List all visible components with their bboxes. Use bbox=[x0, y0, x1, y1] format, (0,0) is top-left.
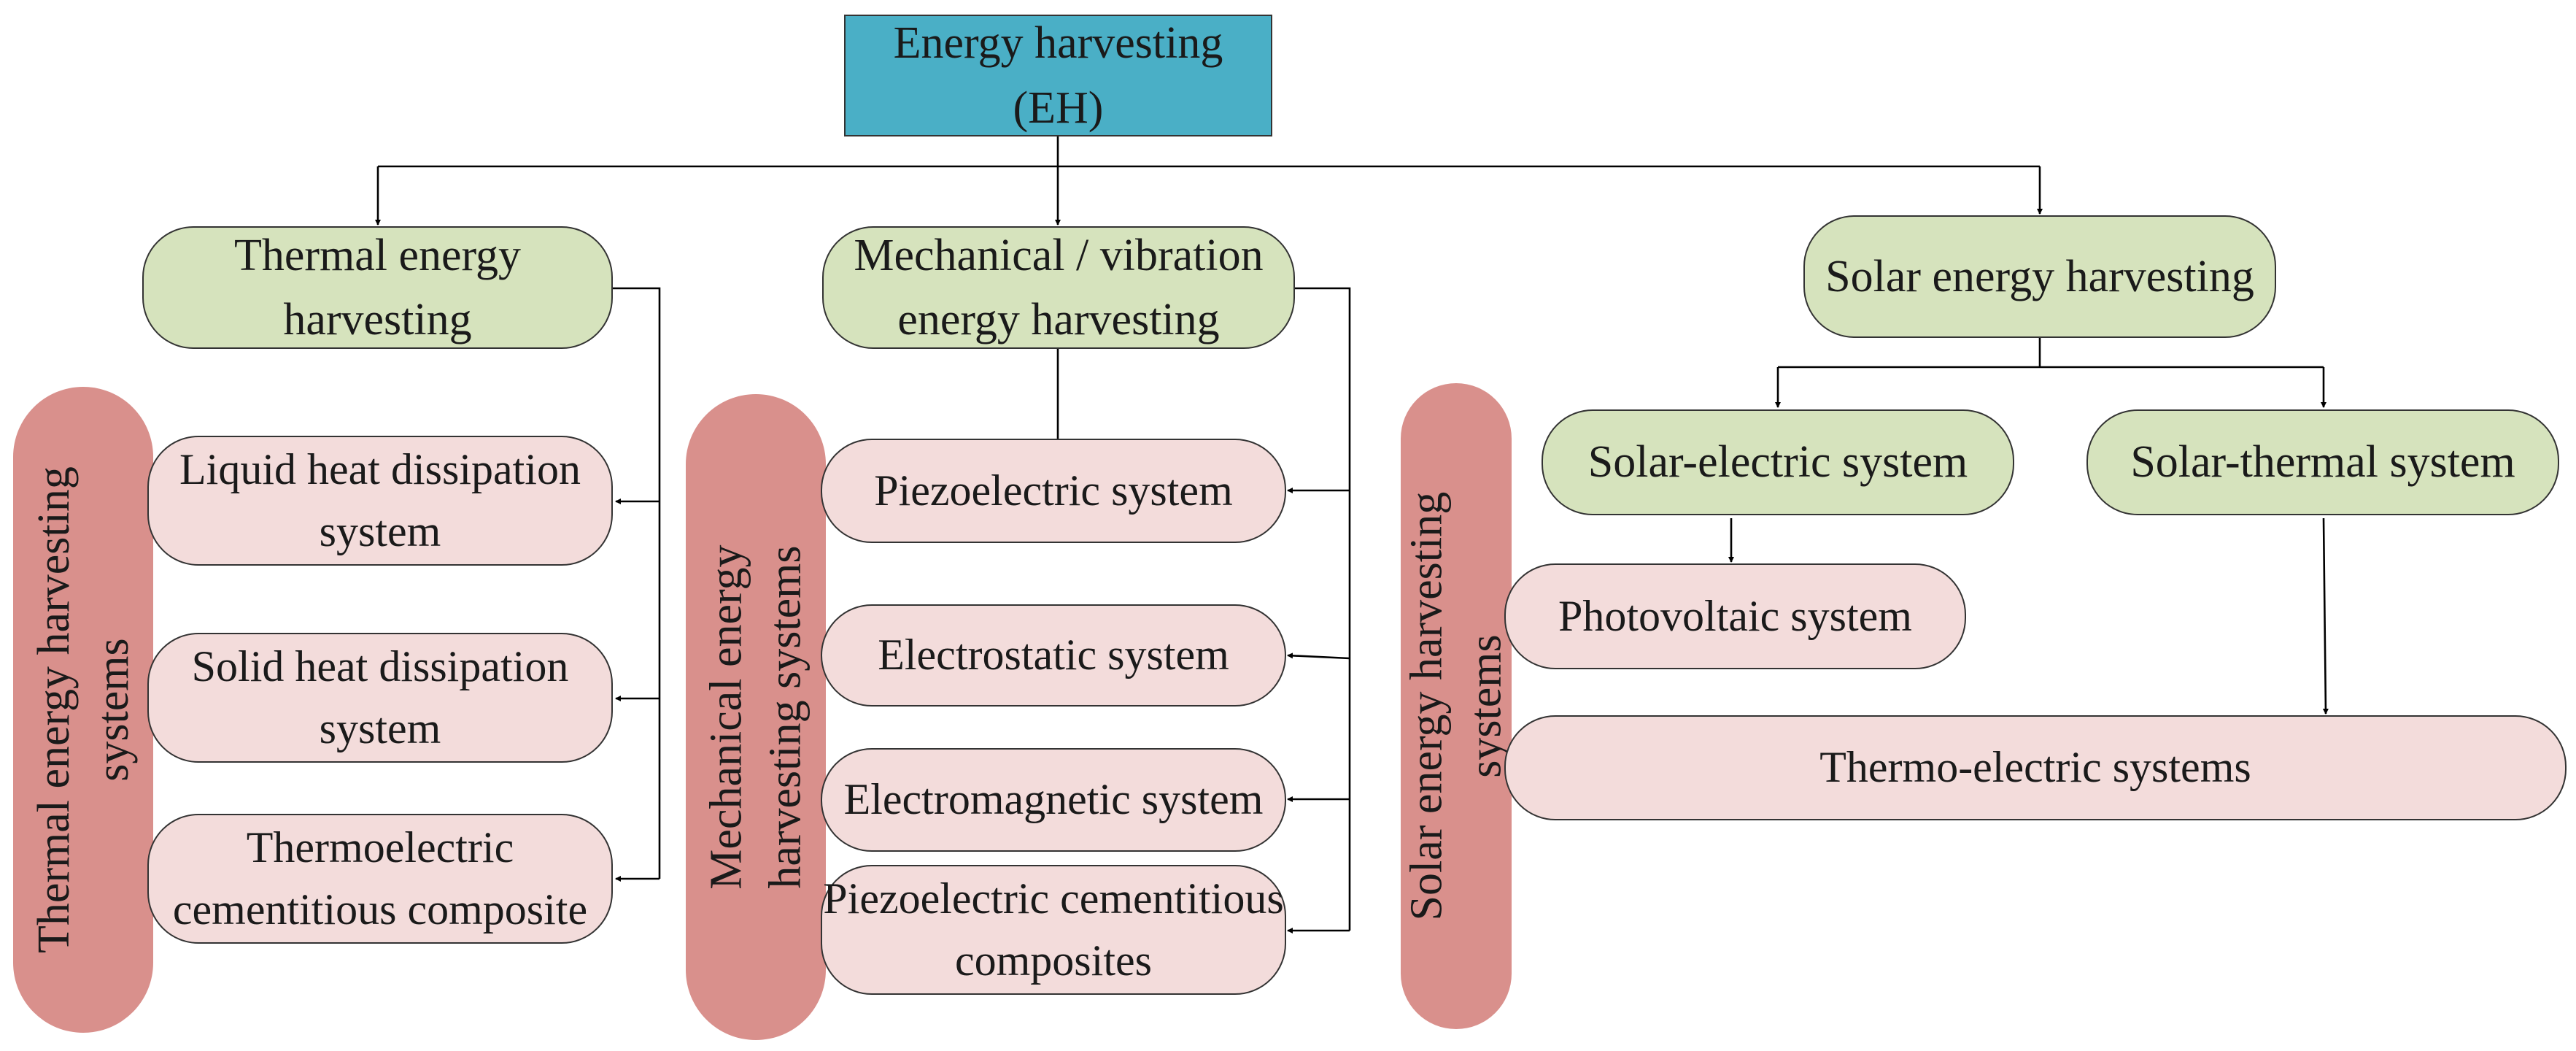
thermal-system-liquid-line1: Liquid heat dissipation bbox=[179, 444, 581, 493]
mechanical-system-electrostatic-label: Electrostatic system bbox=[878, 631, 1229, 680]
mechanical-system-piezo-composites-line1: Piezoelectric bbox=[823, 874, 1050, 923]
band-thermal-line1: Thermal energy harvesting bbox=[28, 466, 79, 953]
category-mechanical-line2: energy harvesting bbox=[897, 295, 1220, 344]
thermal-system-thermoelectric-line2: cementitious composite bbox=[172, 885, 588, 933]
mechanical-system-piezo-composites-line2: cementitious composites bbox=[955, 874, 1284, 985]
category-thermal-line1: Thermal energy bbox=[233, 230, 522, 280]
band-mechanical-line1: Mechanical energy bbox=[701, 544, 751, 890]
root-label-line2: (EH) bbox=[1013, 82, 1104, 133]
solar-thermal-label: Solar-thermal system bbox=[2130, 437, 2515, 488]
band-solar-systems: Solar energy harvesting systems bbox=[1401, 383, 1512, 1029]
category-thermal: Thermal energy harvesting bbox=[142, 226, 613, 349]
mechanical-system-piezoelectric-label: Piezoelectric system bbox=[874, 466, 1233, 515]
thermal-bracket bbox=[613, 287, 661, 879]
mechanical-system-piezoelectric: Piezoelectric system bbox=[821, 439, 1286, 543]
band-thermal-line2: systems bbox=[88, 638, 137, 782]
band-solar-line1: Solar energy harvesting bbox=[1401, 491, 1452, 921]
mechanical-bracket bbox=[1295, 287, 1351, 931]
mechanical-system-electromagnetic-label: Electromagnetic system bbox=[843, 775, 1264, 824]
category-solar: Solar energy harvesting bbox=[1803, 215, 2276, 338]
category-mechanical: Mechanical / vibration energy harvesting bbox=[822, 226, 1295, 349]
category-thermal-line2: harvesting bbox=[283, 295, 472, 344]
mechanical-system-electrostatic: Electrostatic system bbox=[821, 604, 1286, 707]
photovoltaic-label: Photovoltaic system bbox=[1558, 591, 1912, 640]
thermo-electric-label: Thermo-electric systems bbox=[1819, 743, 2251, 792]
band-mechanical-line2: harvesting systems bbox=[760, 545, 810, 889]
thermal-system-thermoelectric: Thermoelectric cementitious composite bbox=[147, 814, 613, 944]
band-mechanical-systems: Mechanical energy harvesting systems bbox=[686, 394, 826, 1040]
thermal-system-solid-line2: system bbox=[319, 704, 441, 752]
band-solar-line2: systems bbox=[1461, 634, 1511, 778]
thermal-system-solid-line1: Solid heat dissipation bbox=[191, 642, 569, 690]
arrow-thermal-thermoelectric-systems bbox=[2322, 517, 2329, 715]
thermal-system-solid: Solid heat dissipation system bbox=[147, 633, 613, 763]
root-node: Energy harvesting (EH) bbox=[844, 15, 1272, 136]
thermal-system-liquid-line2: system bbox=[319, 507, 441, 555]
thermal-system-liquid: Liquid heat dissipation system bbox=[147, 436, 613, 566]
mechanical-system-piezo-composites: Piezoelectric cementitious composites bbox=[821, 865, 1286, 995]
category-mechanical-line1: Mechanical / vibration bbox=[854, 230, 1264, 280]
band-thermal-systems: Thermal energy harvesting systems bbox=[13, 387, 153, 1033]
category-solar-label: Solar energy harvesting bbox=[1825, 251, 2254, 301]
photovoltaic-system: Photovoltaic system bbox=[1504, 563, 1966, 669]
root-label-line1: Energy harvesting bbox=[893, 18, 1223, 69]
mechanical-system-electromagnetic: Electromagnetic system bbox=[821, 748, 1286, 852]
thermo-electric-systems: Thermo-electric systems bbox=[1504, 715, 2567, 820]
solar-electric-label: Solar-electric system bbox=[1587, 437, 1968, 488]
solar-thermal-system: Solar-thermal system bbox=[2086, 409, 2559, 515]
thermal-system-thermoelectric-line1: Thermoelectric bbox=[246, 823, 514, 871]
solar-electric-system: Solar-electric system bbox=[1542, 409, 2014, 515]
arrow-mech-electrostatic bbox=[1287, 652, 1350, 660]
